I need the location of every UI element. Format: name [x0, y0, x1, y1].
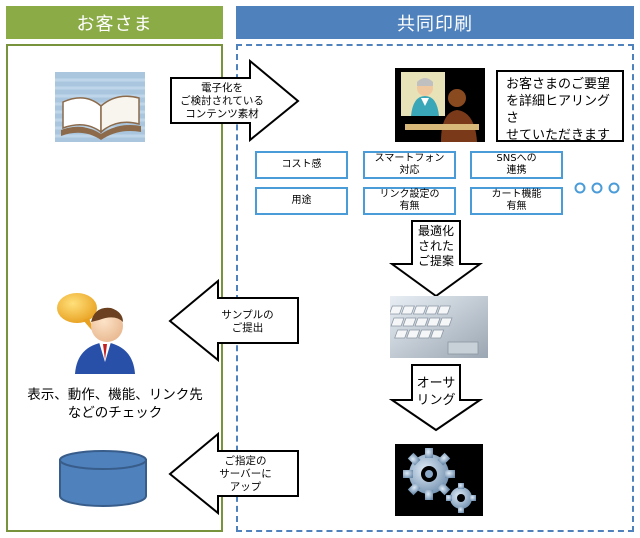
sample-arrow — [168, 278, 299, 363]
tag-cost: コスト感 — [255, 151, 348, 179]
tag-sns: SNSへの 連携 — [470, 151, 563, 179]
printing-header: 共同印刷 — [236, 6, 634, 39]
sample-label: サンプルの ご提出 — [221, 309, 274, 334]
customer-panel — [6, 44, 223, 532]
customer-header: お客さま — [6, 6, 223, 39]
proposal-label: 最適化 された ご提案 — [417, 224, 454, 268]
send-arrow — [170, 58, 300, 143]
tag-cart: カート機能 有無 — [470, 187, 563, 215]
upload-label: ご指定の サーバーに アップ — [219, 454, 272, 493]
tag-usage: 用途 — [255, 187, 348, 215]
tag-smartphone: スマートフォン 対応 — [363, 151, 456, 179]
keyboard-icon — [390, 296, 488, 358]
hearing-callout: お客さまのご要望 を詳細ヒアリングさ せていただきます — [496, 70, 624, 143]
database-icon — [59, 450, 147, 507]
authoring-arrow — [388, 364, 484, 432]
check-caption: 表示、動作、機能、リンク先 などのチェック — [27, 387, 203, 421]
tag-link-setting: リンク設定の 有無 — [363, 187, 456, 215]
proposal-arrow — [388, 220, 484, 298]
more-dots: ・・・ — [573, 180, 633, 196]
customer-title: お客さま — [76, 13, 153, 35]
authoring-label: オーサ リング — [416, 376, 456, 408]
book-icon — [55, 72, 145, 142]
ellipsis-icon — [574, 182, 620, 194]
gears-icon — [395, 444, 483, 516]
meeting-icon — [395, 68, 485, 142]
send-arrow-label: 電子化を ご検討されている コンテンツ素材 — [180, 81, 264, 120]
person-icon — [57, 293, 135, 374]
printing-panel — [236, 44, 634, 532]
printing-title: 共同印刷 — [397, 13, 473, 35]
upload-arrow — [168, 431, 299, 516]
